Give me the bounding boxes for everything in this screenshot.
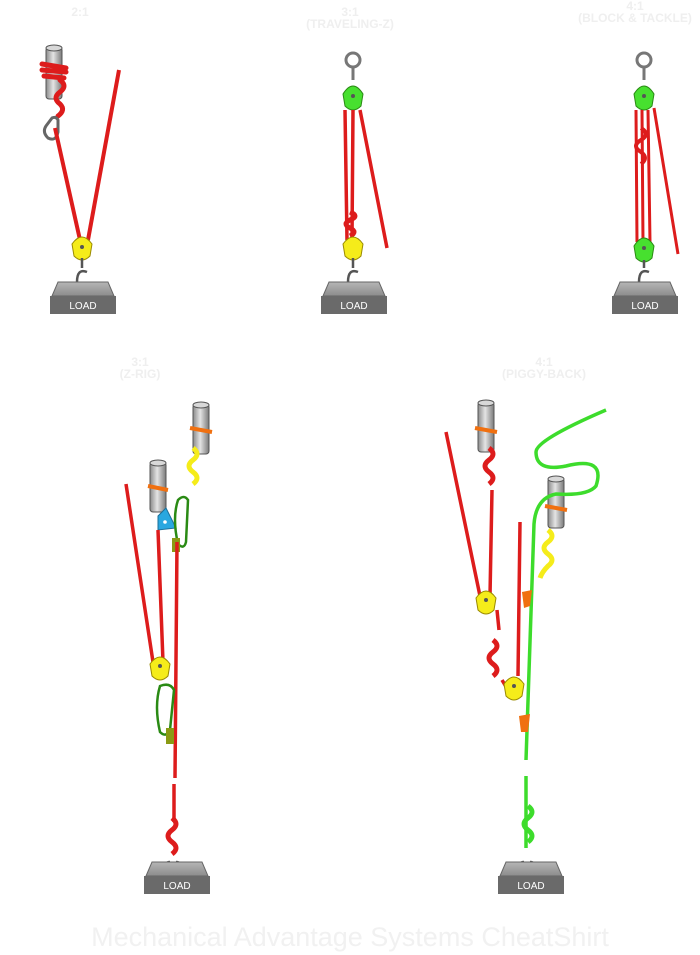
hook [346,258,359,283]
system-name: (TRAVELING-Z) [306,17,394,31]
system-title: 4:1 (BLOCK & TACKLE) [570,0,700,24]
system-3-to-1-traveling-z: LOAD [321,51,389,314]
footer-title: Mechanical Advantage Systems CheatShirt [91,922,609,952]
figure-eight-knot [486,638,500,678]
system-title: 3:1 (Z-RIG) [100,356,180,380]
anchor-sling-orange [189,426,213,434]
system-ratio: 4:1 [535,355,553,369]
system-name: (BLOCK & TACKLE) [578,11,692,25]
load-label: LOAD [517,881,544,892]
system-title: 4:1 (PIGGY-BACK) [484,356,604,380]
rope-grab-orange [522,590,532,608]
figure-eight-knot-yellow [537,528,555,579]
rope-red-lower [500,521,522,691]
rope-right [86,69,121,241]
system-4-to-1-block-and-tackle: LOAD [612,51,680,314]
pulley-green [342,85,364,111]
figure-eight-knot [634,126,648,166]
rope-green [524,408,607,848]
system-name: (Z-RIG) [119,367,161,381]
rope-strands [634,107,680,255]
figure-eight-knot [482,446,496,486]
figure-eight-knot [165,816,179,856]
anchor-sling-orange [544,504,568,512]
load-block: LOAD [144,861,210,894]
system-name: (PIGGY-BACK) [502,367,586,381]
pulley-yellow [71,236,93,261]
carabiner-green-top [173,495,190,548]
system-title: 2:1 [40,6,120,18]
rope-left [53,127,82,241]
prusik-knot [343,209,358,239]
rope-red [444,431,501,631]
system-ratio: 3:1 [131,355,149,369]
system-3-to-1-z-rig: LOAD [124,401,213,894]
anchor-wrap [39,61,69,81]
figure-eight-knot-green [521,804,535,844]
anchor-bar-right [547,475,565,529]
pulley-yellow [342,236,364,261]
load-block: LOAD [50,281,116,314]
system-2-to-1: LOAD [39,44,121,314]
load-block: LOAD [498,861,564,894]
system-ratio: 3:1 [341,5,359,19]
anchor-eye-bolt [635,51,653,80]
rope-grab-orange [519,714,530,732]
pulley-yellow-upper [475,590,497,615]
figure-eight-knot [53,77,67,119]
load-label: LOAD [340,301,367,312]
load-label: LOAD [69,301,96,312]
hook [637,260,650,283]
pulley-yellow-lower [503,676,525,701]
load-block: LOAD [321,281,387,314]
system-4-to-1-piggy-back: LOAD [444,399,607,894]
pulley-green-top [633,85,655,111]
system-ratio: 2:1 [71,5,89,19]
pulley-yellow [149,656,171,681]
carabiner-green-bottom [155,683,176,736]
anchor-sling-orange [147,484,169,492]
load-label: LOAD [163,881,190,892]
load-label: LOAD [631,301,658,312]
carabiner-gate-olive [166,728,174,744]
rope-main [172,541,179,822]
load-block: LOAD [612,281,678,314]
system-ratio: 4:1 [626,0,644,13]
hook [75,258,88,283]
anchor-bar-left [477,399,495,453]
pulley-green-bottom [633,237,655,263]
system-title: 3:1 (TRAVELING-Z) [290,6,410,30]
rope-haul [124,483,165,663]
anchor-eye-bolt [344,51,362,80]
anchor-sling-orange [474,426,498,434]
figure-eight-knot-yellow [186,446,200,486]
